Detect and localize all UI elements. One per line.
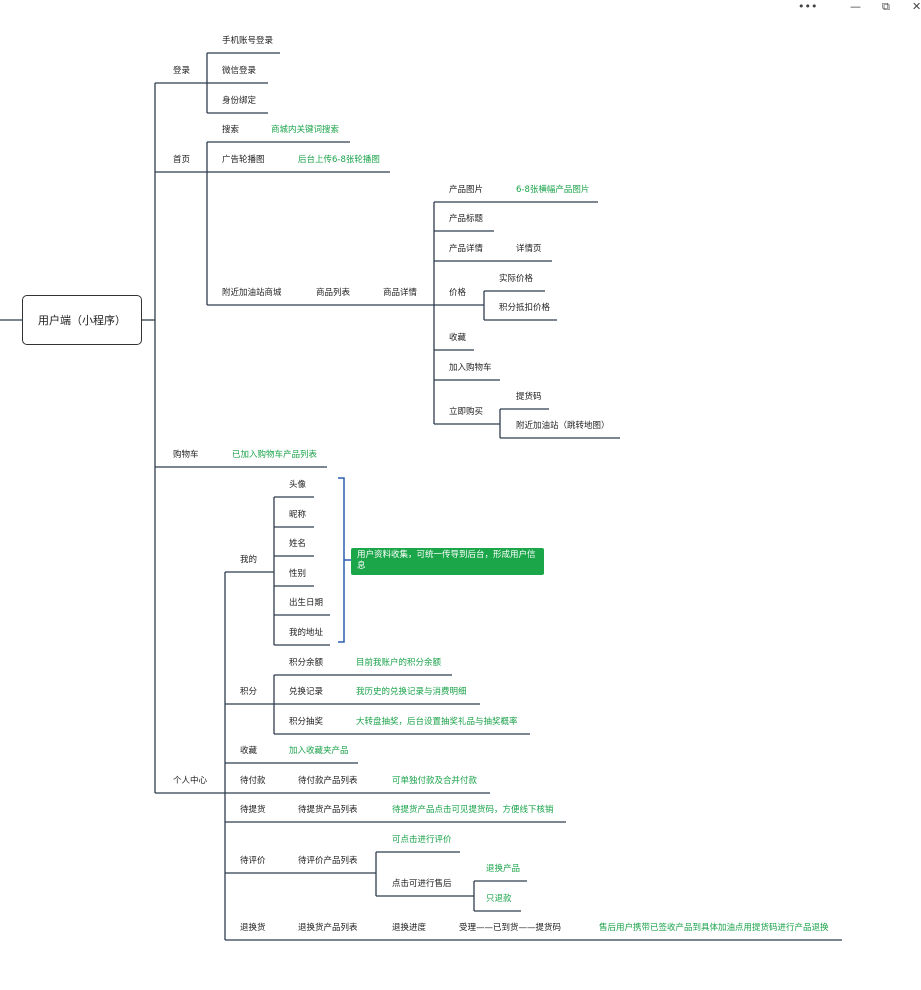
exchange-note: 售后用户携带已签收产品到具体加油点用提货码进行产品退换 — [599, 923, 829, 933]
price-node[interactable]: 价格 — [449, 288, 467, 298]
unpaid-note: 可单独付款及合并付款 — [392, 776, 478, 786]
points-lottery-note: 大转盘抽奖，后台设置抽奖礼品与抽奖概率 — [356, 717, 518, 727]
pickup-node[interactable]: 待提货 — [240, 805, 266, 815]
info-page-node[interactable]: 详情页 — [516, 244, 542, 254]
product-detail-node[interactable]: 商品详情 — [383, 288, 418, 298]
mine-name-node[interactable]: 姓名 — [289, 539, 307, 549]
after-sale-node[interactable]: 点击可进行售后 — [392, 879, 452, 889]
login-phone-node[interactable]: 手机账号登录 — [222, 36, 274, 46]
search-node[interactable]: 搜索 — [222, 125, 240, 135]
points-records-node[interactable]: 兑换记录 — [289, 687, 324, 697]
exchange-node[interactable]: 退换货 — [240, 923, 266, 933]
login-node[interactable]: 登录 — [173, 66, 191, 76]
restore-icon[interactable]: ⧉ — [882, 0, 890, 13]
points-records-note: 我历史的兑换记录与消费明细 — [356, 687, 467, 697]
points-balance-node[interactable]: 积分余额 — [289, 658, 324, 668]
points-balance-note: 目前我账户的积分余额 — [356, 658, 442, 668]
mine-nickname-node[interactable]: 昵称 — [289, 510, 307, 520]
search-note: 商城内关键词搜索 — [271, 125, 340, 135]
exchange-progress-node[interactable]: 退换进度 — [392, 923, 427, 933]
mine-gender-node[interactable]: 性别 — [289, 569, 307, 579]
root-node[interactable]: 用户端（小程序） — [22, 295, 142, 345]
exchange-list-node[interactable]: 退换货产品列表 — [298, 923, 358, 933]
pickup-code-node[interactable]: 提货码 — [516, 392, 542, 402]
favorites-note: 加入收藏夹产品 — [289, 746, 349, 756]
review-list-node[interactable]: 待评价产品列表 — [298, 856, 358, 866]
nearby-station-node[interactable]: 附近加油站（跳转地图） — [516, 421, 610, 431]
can-review-node[interactable]: 可点击进行评价 — [392, 835, 452, 845]
refund-only-node[interactable]: 只退款 — [486, 894, 512, 904]
more-icon[interactable]: ••• — [798, 0, 818, 13]
points-node[interactable]: 积分 — [240, 687, 258, 697]
mine-birthday-node[interactable]: 出生日期 — [289, 598, 324, 608]
product-info-node[interactable]: 产品详情 — [449, 244, 484, 254]
add-cart-node[interactable]: 加入购物车 — [449, 363, 492, 373]
product-images-node[interactable]: 产品图片 — [449, 185, 484, 195]
minimize-icon[interactable]: — — [850, 0, 861, 13]
exchange-flow-node[interactable]: 受理——已到货——提货码 — [459, 923, 562, 933]
favorite-node[interactable]: 收藏 — [449, 333, 467, 343]
unpaid-node[interactable]: 待付款 — [240, 776, 266, 786]
home-node[interactable]: 首页 — [173, 155, 191, 165]
review-node[interactable]: 待评价 — [240, 856, 266, 866]
buy-now-node[interactable]: 立即购买 — [449, 407, 484, 417]
product-title-node[interactable]: 产品标题 — [449, 214, 484, 224]
pickup-list-node[interactable]: 待提货产品列表 — [298, 805, 358, 815]
mine-address-node[interactable]: 我的地址 — [289, 628, 324, 638]
cart-node[interactable]: 购物车 — [173, 450, 199, 460]
product-images-note: 6-8张横幅产品图片 — [516, 185, 590, 195]
banner-node[interactable]: 广告轮播图 — [222, 155, 265, 165]
center-node[interactable]: 个人中心 — [173, 776, 208, 786]
unpaid-list-node[interactable]: 待付款产品列表 — [298, 776, 358, 786]
profile-summary-note: 用户资料收集，可统一传导到后台，形成用户信息 — [351, 548, 544, 575]
points-price-node[interactable]: 积分抵扣价格 — [499, 303, 551, 313]
mall-node[interactable]: 附近加油站商城 — [222, 288, 282, 298]
mine-avatar-node[interactable]: 头像 — [289, 480, 307, 490]
return-goods-node[interactable]: 退换产品 — [486, 864, 521, 874]
points-lottery-node[interactable]: 积分抽奖 — [289, 717, 324, 727]
actual-price-node[interactable]: 实际价格 — [499, 274, 534, 284]
mine-node[interactable]: 我的 — [240, 555, 258, 565]
close-icon[interactable]: ✕ — [912, 0, 921, 13]
login-wechat-node[interactable]: 微信登录 — [222, 66, 257, 76]
favorites-node[interactable]: 收藏 — [240, 746, 258, 756]
pickup-note: 待提货产品点击可见提货码，方便线下核销 — [392, 805, 554, 815]
login-bind-node[interactable]: 身份绑定 — [222, 96, 257, 106]
cart-note: 已加入购物车产品列表 — [232, 450, 318, 460]
product-list-node[interactable]: 商品列表 — [316, 288, 351, 298]
banner-note: 后台上传6-8张轮播图 — [298, 155, 380, 165]
